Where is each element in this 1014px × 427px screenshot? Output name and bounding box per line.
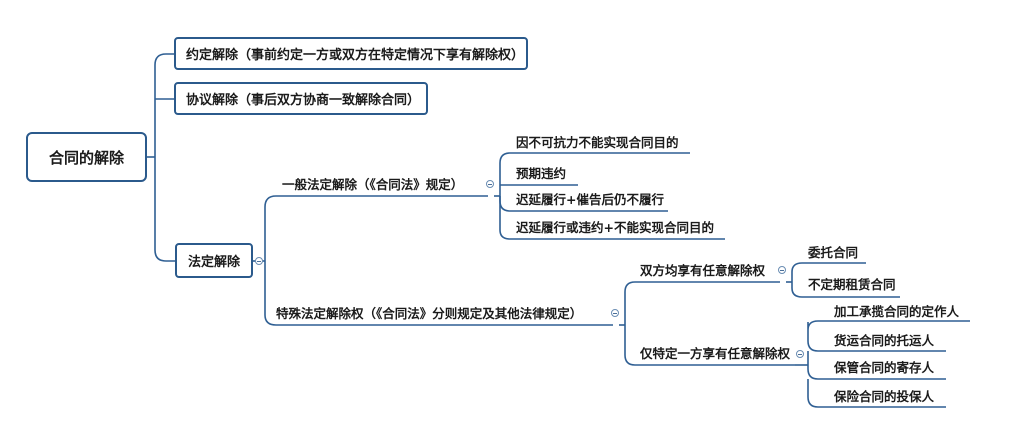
node-agreed-termination[interactable]: 约定解除（事前约定一方或双方在特定情况下享有解除权） [174,37,528,70]
collapse-toggle-icon[interactable] [796,350,804,358]
node-general-statutory[interactable]: 一般法定解除（《合同法》规定） [282,177,464,192]
leaf-freight-contract[interactable]: 货运合同的托运人 [834,333,935,348]
collapse-toggle-icon[interactable] [486,180,494,188]
leaf-anticipatory-breach[interactable]: 预期违约 [516,166,567,181]
leaf-indefinite-lease[interactable]: 不定期租赁合同 [808,277,896,292]
collapse-toggle-icon[interactable] [611,309,619,317]
node-label: 协议解除（事后双方协商一致解除合同） [186,93,421,108]
root-node[interactable]: 合同的解除 [26,132,147,182]
leaf-insurance-contract[interactable]: 保险合同的投保人 [834,389,935,404]
node-both-parties-right[interactable]: 双方均享有任意解除权 [640,263,766,278]
root-node-label: 合同的解除 [48,148,124,167]
node-label: 约定解除（事前约定一方或双方在特定情况下享有解除权） [186,48,525,63]
leaf-custody-contract[interactable]: 保管合同的寄存人 [834,360,935,375]
node-special-statutory[interactable]: 特殊法定解除权（《合同法》分则规定及其他法律规定） [276,306,583,321]
node-negotiated-termination[interactable]: 协议解除（事后双方协商一致解除合同） [174,82,428,115]
node-one-party-right[interactable]: 仅特定一方享有任意解除权 [640,346,791,361]
node-label: 法定解除 [187,255,240,270]
leaf-delay-or-breach[interactable]: 迟延履行或违约+不能实现合同目的 [516,220,714,235]
leaf-force-majeure[interactable]: 因不可抗力不能实现合同目的 [516,135,679,150]
node-statutory-termination[interactable]: 法定解除 [175,243,253,278]
leaf-delay-after-notice[interactable]: 迟延履行+催告后仍不履行 [516,192,664,207]
leaf-work-contract[interactable]: 加工承揽合同的定作人 [834,304,960,319]
collapse-toggle-icon[interactable] [778,266,786,274]
leaf-entrustment-contract[interactable]: 委托合同 [808,245,859,260]
collapse-toggle-icon[interactable] [255,257,263,265]
